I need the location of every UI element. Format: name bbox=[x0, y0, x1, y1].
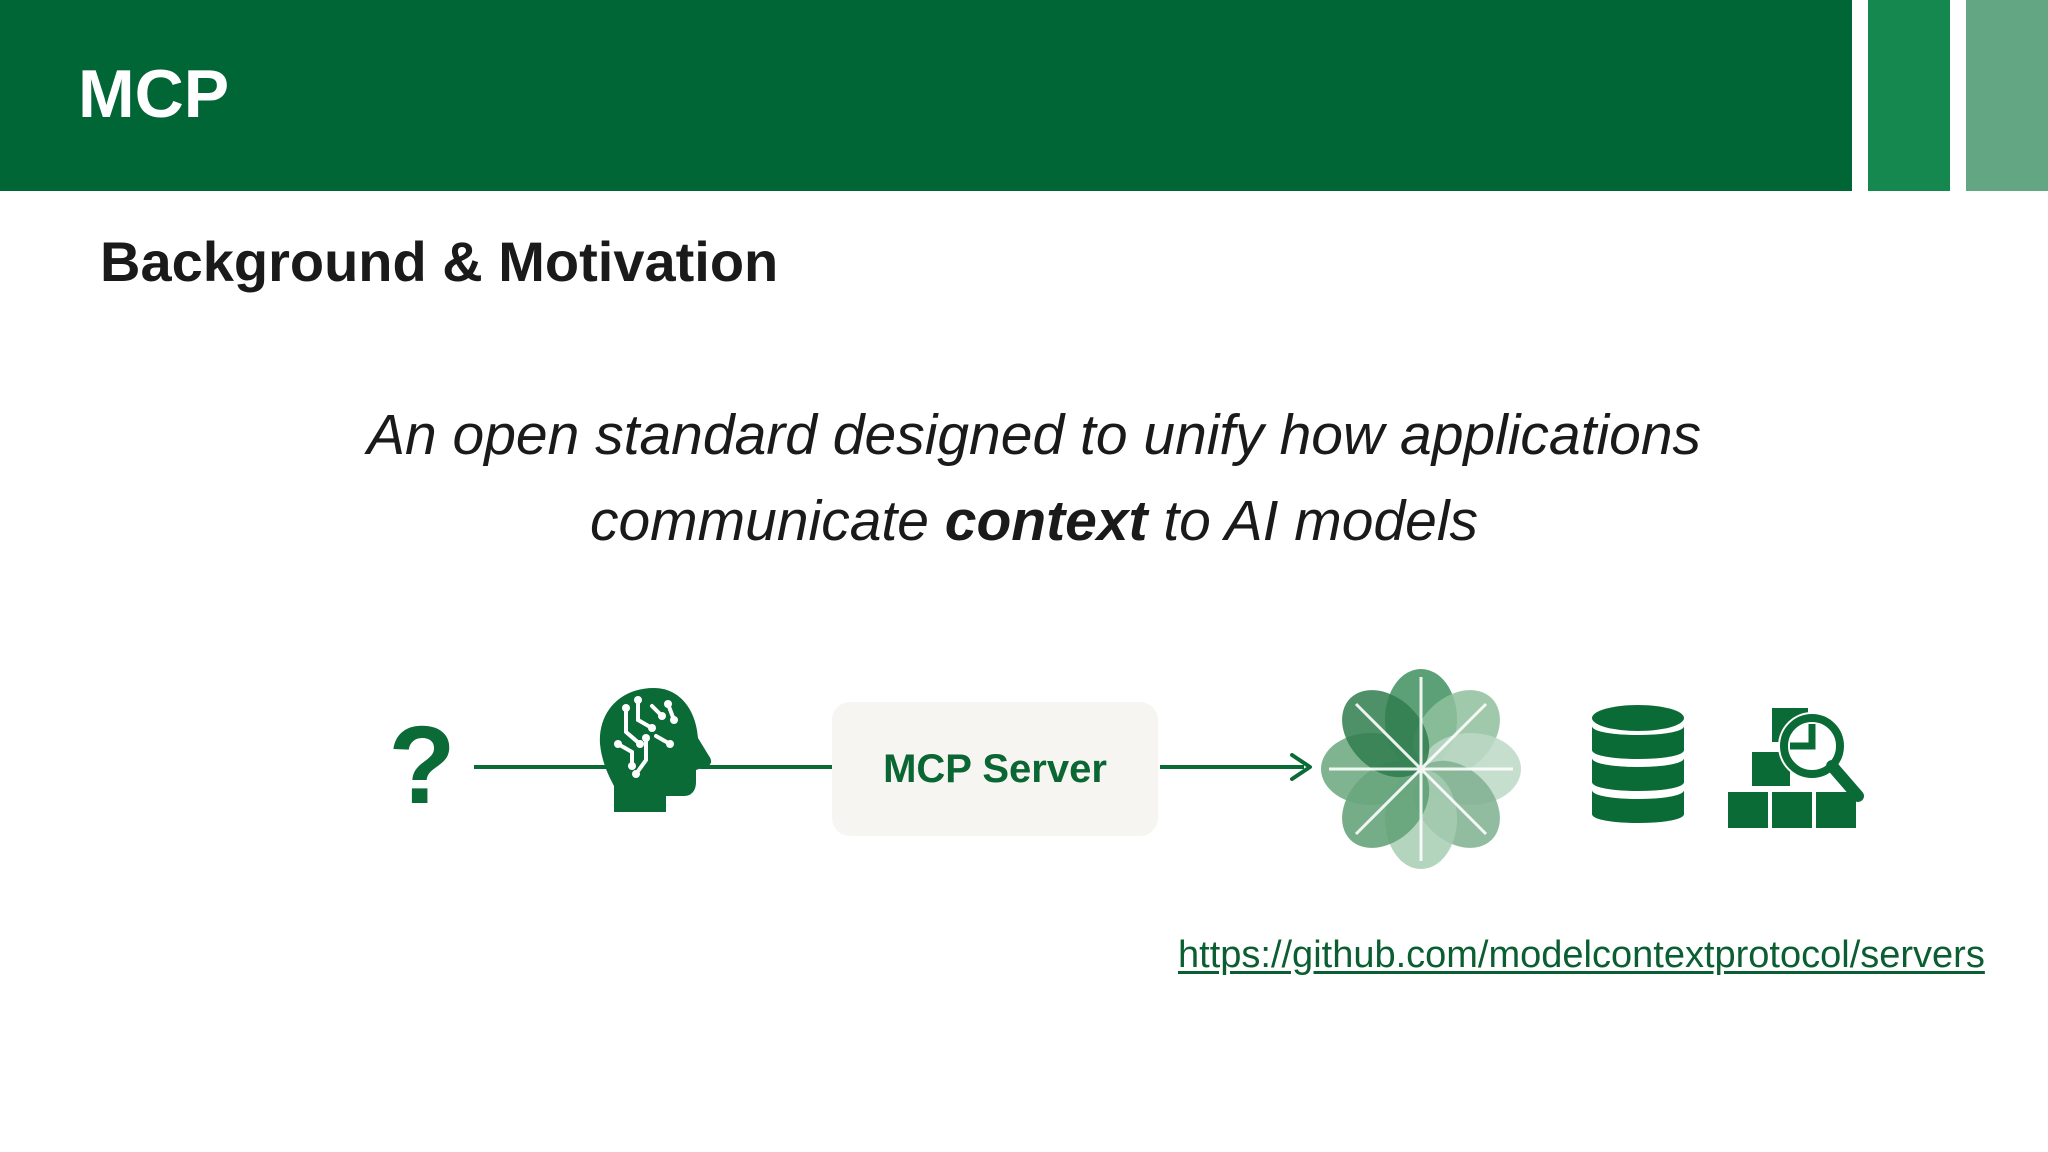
tagline-line-1: An open standard designed to unify how a… bbox=[366, 403, 1702, 467]
tagline-line-2: communicate context to AI models bbox=[224, 478, 1844, 564]
header-accent-bar-light bbox=[1966, 0, 2048, 191]
ai-brain-icon bbox=[599, 688, 712, 812]
connector-line bbox=[474, 765, 614, 769]
tagline-emphasis: context bbox=[944, 489, 1148, 553]
boxes-search-icon bbox=[1728, 708, 1864, 828]
section-heading: Background & Motivation bbox=[100, 230, 779, 293]
connector-line bbox=[700, 765, 834, 769]
github-servers-link[interactable]: https://github.com/modelcontextprotocol/… bbox=[1178, 934, 1985, 976]
connector-arrow-line bbox=[1160, 765, 1304, 769]
flower-logo-icon bbox=[1321, 669, 1521, 869]
slide-header: MCP bbox=[0, 0, 1852, 191]
tagline-text: to AI models bbox=[1147, 489, 1479, 553]
mcp-server-box: MCP Server bbox=[832, 702, 1158, 836]
slide-title: MCP bbox=[78, 56, 230, 132]
arrow-head-icon bbox=[1290, 753, 1312, 781]
database-icon bbox=[1592, 705, 1684, 823]
header-accent-bar bbox=[1868, 0, 1950, 191]
tagline-text: communicate bbox=[589, 489, 945, 553]
tagline: An open standard designed to unify how a… bbox=[224, 392, 1844, 564]
question-mark-icon: ? bbox=[388, 704, 456, 827]
